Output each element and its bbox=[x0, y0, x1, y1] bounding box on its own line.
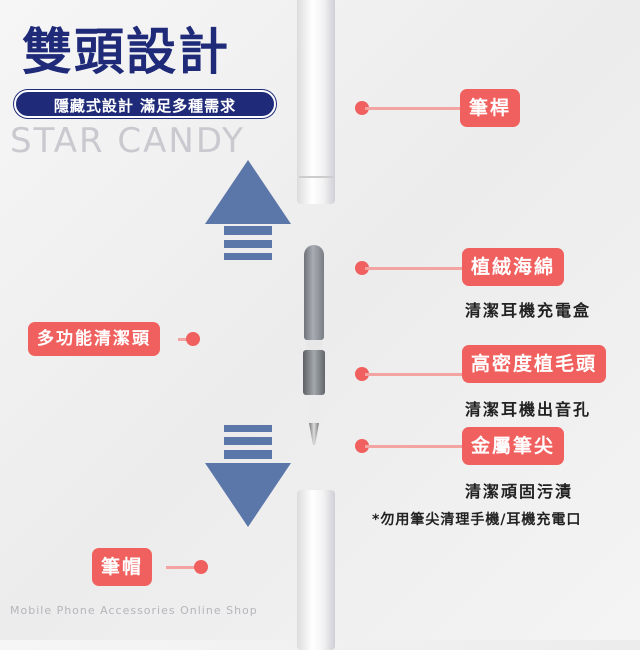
watermark-brand: STAR CANDY bbox=[10, 121, 245, 161]
callout-dot bbox=[355, 101, 369, 115]
arrow-up-icon bbox=[205, 160, 291, 264]
label-pen-body: 筆桿 bbox=[460, 89, 521, 127]
tip-description: 清潔頑固污漬 bbox=[465, 482, 574, 501]
callout-dot bbox=[194, 560, 208, 574]
pen-cap-image bbox=[297, 490, 335, 650]
label-cleaning-head: 多功能清潔頭 bbox=[28, 322, 160, 356]
callout-line bbox=[365, 267, 463, 270]
watermark-tagline: Mobile Phone Accessories Online Shop bbox=[10, 604, 258, 617]
pen-body-image bbox=[297, 0, 335, 204]
callout-dot bbox=[355, 439, 369, 453]
warning-note: *勿用筆尖清理手機/耳機充電口 bbox=[372, 512, 582, 528]
label-sponge: 植絨海綿 bbox=[462, 248, 565, 286]
callout-line bbox=[365, 445, 463, 448]
callout-line bbox=[178, 338, 192, 341]
label-brush: 高密度植毛頭 bbox=[462, 345, 607, 383]
cleaning-head-image bbox=[302, 245, 328, 455]
callout-line bbox=[166, 566, 196, 569]
brush-description: 清潔耳機出音孔 bbox=[465, 400, 592, 419]
callout-line bbox=[365, 373, 463, 376]
callout-dot bbox=[186, 332, 200, 346]
page-title: 雙頭設計 bbox=[22, 23, 230, 81]
callout-line bbox=[365, 107, 461, 110]
sponge-description: 清潔耳機充電盒 bbox=[465, 301, 592, 320]
label-cap: 筆帽 bbox=[92, 548, 153, 586]
arrow-down-icon bbox=[205, 425, 291, 527]
label-metal-tip: 金屬筆尖 bbox=[462, 427, 565, 465]
subtitle-pill: 隱藏式設計 滿足多種需求 bbox=[14, 90, 276, 118]
callout-dot bbox=[355, 367, 369, 381]
callout-dot bbox=[355, 261, 369, 275]
